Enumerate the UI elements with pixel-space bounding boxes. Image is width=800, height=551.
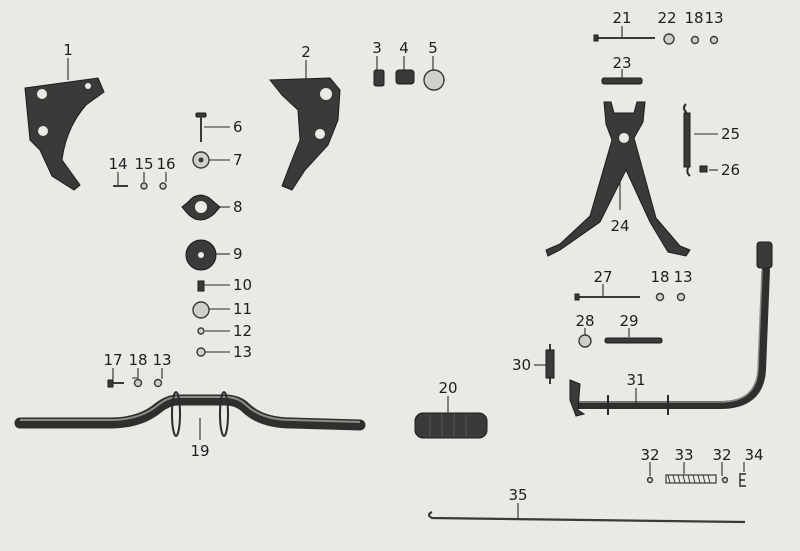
part-18-washer-b <box>690 35 700 45</box>
part-33-spring <box>665 474 717 484</box>
callout-17: 17 <box>103 351 122 369</box>
part-18-washer-c <box>655 292 665 302</box>
part-21-axle-bolt <box>593 34 655 42</box>
part-20-grip <box>414 412 488 439</box>
part-32-washer-b <box>721 476 729 484</box>
callout-23: 23 <box>612 54 631 72</box>
callout-1: 1 <box>63 41 73 59</box>
part-19-handlebar <box>14 391 366 437</box>
leader-lines <box>67 26 745 518</box>
callout-21: 21 <box>612 9 631 27</box>
part-5-washer <box>423 69 445 91</box>
part-10-spacer <box>197 280 205 292</box>
callout-35: 35 <box>508 486 527 504</box>
part-22-spacer <box>663 33 675 45</box>
callout-15: 15 <box>134 155 153 173</box>
part-34-clip <box>739 473 746 487</box>
callout-13-a: 13 <box>233 343 252 361</box>
callout-32-a: 32 <box>640 446 659 464</box>
callout-32-b: 32 <box>712 446 731 464</box>
callout-20: 20 <box>438 379 457 397</box>
callout-labels: 1 2 3 4 5 6 7 8 9 10 11 12 13 13 13 13 1… <box>63 9 763 504</box>
part-2-right-bracket <box>268 77 341 191</box>
callout-27: 27 <box>593 268 612 286</box>
part-8-clamp <box>181 194 221 221</box>
part-7-washer <box>192 151 210 169</box>
callout-11: 11 <box>233 300 252 318</box>
part-13-nut-d <box>676 292 686 302</box>
callout-8: 8 <box>233 198 243 216</box>
part-1-left-bracket <box>24 77 105 191</box>
part-28-washer <box>578 334 592 348</box>
part-9-rubber-disc <box>185 239 217 271</box>
part-26-nut <box>699 165 708 173</box>
part-4-sleeve <box>395 69 415 85</box>
part-13-nut-b <box>153 378 163 388</box>
part-3-bush <box>373 69 385 87</box>
callout-3: 3 <box>372 39 382 57</box>
callout-16: 16 <box>156 155 175 173</box>
part-23-tube <box>601 77 643 85</box>
callout-29: 29 <box>619 312 638 330</box>
part-32-washer-a <box>646 476 654 484</box>
part-15-washer <box>140 182 148 190</box>
callout-14: 14 <box>108 155 127 173</box>
part-25-spring <box>683 103 691 177</box>
callout-26: 26 <box>721 161 740 179</box>
part-13-nut-c <box>709 35 719 45</box>
callout-33: 33 <box>674 446 693 464</box>
callout-9: 9 <box>233 245 243 263</box>
callout-12: 12 <box>233 322 252 340</box>
part-17-bolt <box>107 379 124 388</box>
part-29-tube <box>604 337 663 344</box>
callout-30: 30 <box>512 356 531 374</box>
callout-5: 5 <box>428 39 438 57</box>
callout-13-b: 13 <box>152 351 171 369</box>
callout-2: 2 <box>301 43 311 61</box>
callout-18-c: 18 <box>650 268 669 286</box>
part-12-ring <box>197 327 205 335</box>
callout-13-c: 13 <box>704 9 723 27</box>
callout-10: 10 <box>233 276 252 294</box>
callout-28: 28 <box>575 312 594 330</box>
part-16-nut <box>159 182 167 190</box>
part-18-washer-a <box>133 378 143 388</box>
callout-22: 22 <box>657 9 676 27</box>
callout-18-a: 18 <box>128 351 147 369</box>
part-24-center-stand <box>545 101 691 257</box>
callout-25: 25 <box>721 125 740 143</box>
part-30-spring-pin <box>545 344 555 384</box>
callout-24: 24 <box>610 217 629 235</box>
callout-7: 7 <box>233 151 243 169</box>
part-6-bolt <box>195 112 207 142</box>
part-11-washer <box>192 301 210 319</box>
callout-19: 19 <box>190 442 209 460</box>
callout-4: 4 <box>399 39 409 57</box>
callout-18-b: 18 <box>684 9 703 27</box>
part-31-kickstart-lever <box>569 241 773 417</box>
callout-31: 31 <box>626 371 645 389</box>
callout-34: 34 <box>744 446 763 464</box>
part-13-nut-a <box>196 347 206 357</box>
callout-6: 6 <box>233 118 243 136</box>
part-27-pin <box>574 293 640 301</box>
part-35-rod <box>427 511 746 524</box>
callout-13-d: 13 <box>673 268 692 286</box>
